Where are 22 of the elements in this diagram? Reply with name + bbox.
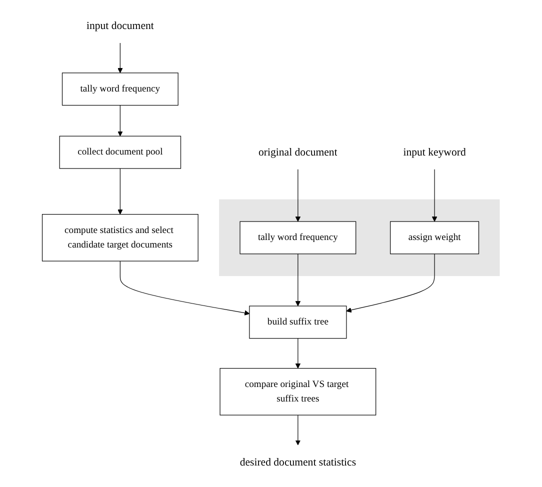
node-text: input keyword xyxy=(403,146,466,158)
node-box: build suffix tree xyxy=(249,305,347,338)
node-box: tally word frequency xyxy=(62,72,178,106)
node-text: desired document statistics xyxy=(240,455,356,468)
cluster xyxy=(219,198,500,276)
arrow xyxy=(118,168,123,214)
arrow xyxy=(346,253,435,312)
arrow xyxy=(118,42,123,73)
arrow xyxy=(120,260,250,315)
arrow xyxy=(295,414,301,445)
arrow xyxy=(295,168,301,222)
arrow xyxy=(295,253,301,306)
node-box: compare original VS target suffix trees xyxy=(220,368,376,415)
node-box: compute statistics and select candidate target documents xyxy=(42,214,198,261)
node-box: collect document pool xyxy=(59,135,182,168)
node-text: input document xyxy=(86,19,154,32)
node-box: assign weight xyxy=(390,220,480,254)
arrow xyxy=(118,104,123,136)
arrow xyxy=(295,338,301,368)
arrow xyxy=(432,168,438,222)
node-box: tally word frequency xyxy=(240,220,356,254)
node-text: original document xyxy=(258,146,338,158)
